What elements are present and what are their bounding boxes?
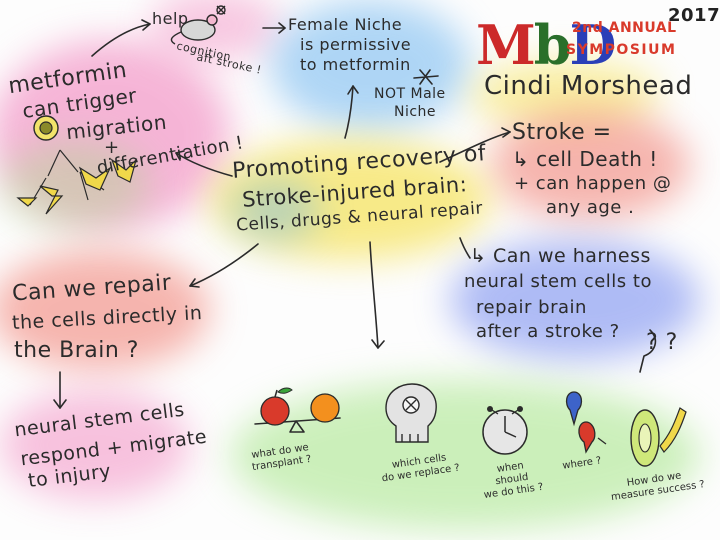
logo-letter-m: M (476, 13, 536, 77)
harness-question-marks: ? ? (646, 330, 678, 355)
arrow-to-questions-head (371, 339, 385, 349)
repair-text-3: the Brain ? (14, 338, 139, 363)
harness-text-2: neural stem cells to (464, 271, 652, 292)
wash-blue-center (230, 180, 320, 240)
wash-red-left (0, 250, 210, 370)
niche-text-5: Niche (394, 104, 437, 120)
logo-letter-d: D (569, 13, 617, 77)
speaker-name: Cindi Morshead (484, 71, 693, 101)
arrow-to-repair (189, 243, 259, 287)
wash-red-right (490, 110, 690, 220)
wash-violet-right (450, 240, 700, 360)
niche-text-3: to metformin (300, 55, 411, 74)
stroke-text-2: ↳ cell Death ! (512, 147, 658, 171)
year-label: 2017 (668, 5, 720, 26)
wash-green-bottom (230, 380, 700, 530)
niche-text-1: Female Niche (288, 15, 403, 34)
harness-text-1: ↳ Can we harness (470, 245, 651, 267)
arrow-to-harness (459, 237, 471, 259)
logo-letter-b: b (533, 13, 572, 77)
mbd-logo: MbD (476, 18, 616, 72)
harness-text-3: repair brain (476, 297, 587, 318)
harness-text-4: after a stroke ? (476, 321, 620, 342)
niche-text-2: is permissive (300, 35, 412, 54)
wash-blue-top (270, 0, 470, 130)
stroke-text-4: any age . (546, 197, 635, 218)
symposium-label: SYMPOSIUM (566, 42, 677, 58)
help-word: help (152, 9, 189, 28)
arrow-to-help-head (141, 19, 151, 31)
stroke-text-3: + can happen @ (514, 173, 672, 194)
edition-label: 2nd ANNUAL (572, 20, 677, 36)
stroke-text-1: Stroke = (512, 120, 612, 145)
niche-text-4: NOT Male (374, 86, 446, 102)
wash-pink-bottom-left (0, 390, 190, 500)
metformin-text-4: + (104, 137, 120, 158)
